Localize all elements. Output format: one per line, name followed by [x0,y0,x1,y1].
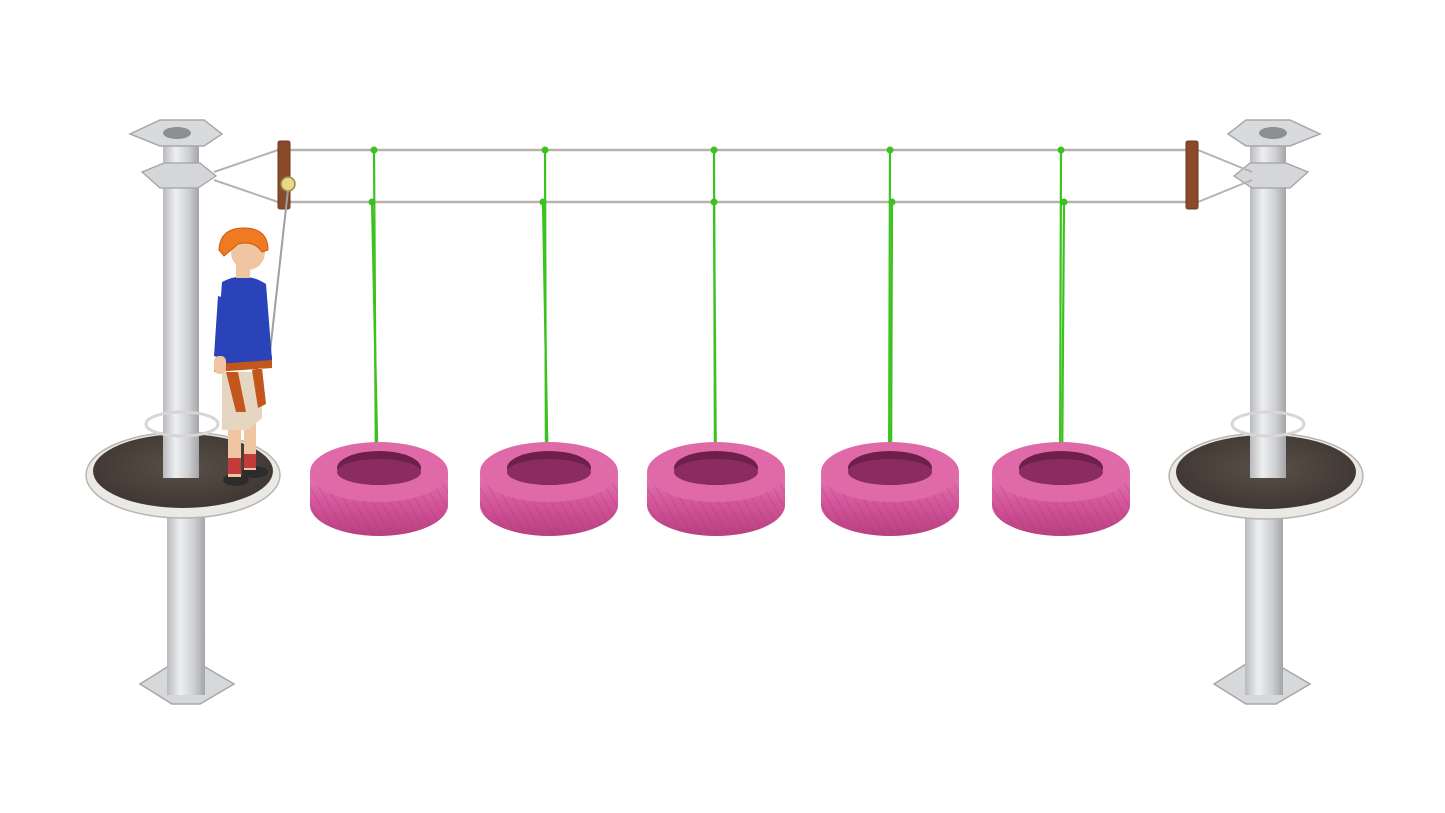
rope-2b [541,201,550,485]
right-pole-top-hole [1259,127,1287,139]
left-pole-lower [167,505,205,695]
left-pole-upper [163,138,199,478]
right-cable-tension-lower [1197,179,1253,203]
child-shirt [216,276,272,364]
rope-3b [712,201,718,485]
left-cable-bracket [140,162,218,189]
rope-1b [370,201,380,485]
tire-3 [647,442,785,536]
child-arm [214,296,232,360]
right-cable-bracket [1232,162,1310,189]
right-strap [1185,140,1199,210]
child-sock-right [244,454,256,468]
right-pole-lower [1245,505,1283,695]
child-figure [214,227,272,486]
right-pole-ring [1230,410,1306,438]
rope-4b [889,201,894,485]
right-pole-upper [1250,138,1286,478]
tires [310,442,1130,536]
child-hand [214,356,226,374]
child-harness [214,356,272,412]
rope-4a [887,149,892,485]
left-cable-tension-upper [213,149,279,173]
tire-2 [480,442,618,536]
tire-4 [821,442,959,536]
left-cable-tension-lower [213,179,279,203]
rope-5a [1058,149,1063,485]
cable-system [213,140,1253,353]
left-pole-top-hole [163,127,191,139]
ropes [368,146,1068,485]
left-strap [277,140,291,210]
child-sock-left [228,458,241,474]
tire-1 [310,442,448,536]
child-helmet [218,227,269,257]
right-pole-assembly [1168,119,1364,705]
right-cable-tension-upper [1197,149,1253,173]
lanyard [269,189,289,353]
rope-5b [1060,201,1066,485]
left-pole-ring [144,410,220,438]
trolley-pulley [280,176,296,192]
tire-5 [992,442,1130,536]
